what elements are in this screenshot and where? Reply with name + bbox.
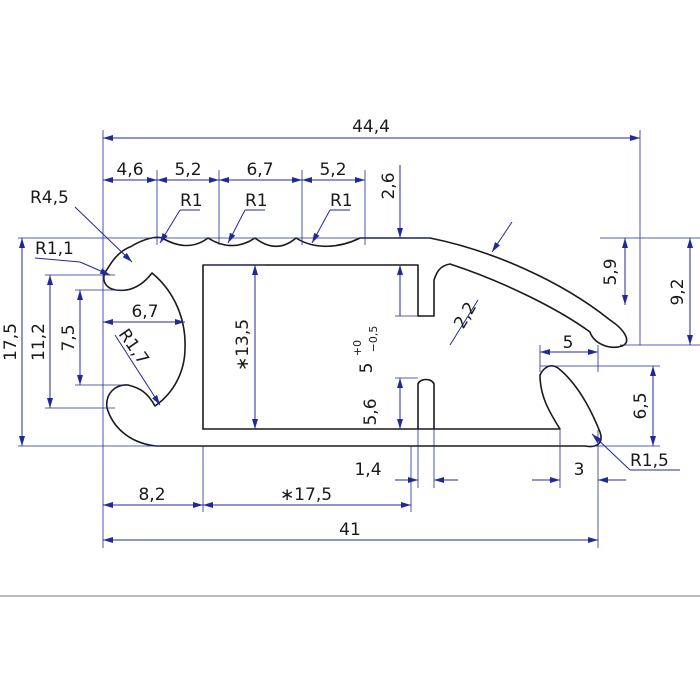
label-wall-1-4: 1,4 <box>354 460 381 480</box>
label-radius-1-b: R1 <box>245 191 268 211</box>
label-hook-6-5: 6,5 <box>631 392 651 419</box>
label-height-7-5: 7,5 <box>59 324 79 351</box>
label-bottom-41: 41 <box>339 520 361 540</box>
label-radius-4-5: R4,5 <box>30 188 69 208</box>
label-bottom-8-2: 8,2 <box>138 485 165 505</box>
label-top-6-7: 6,7 <box>246 160 273 180</box>
label-tol-lower: −0,5 <box>367 326 380 353</box>
leader-lines <box>34 206 680 471</box>
label-radius-1-1: R1,1 <box>35 239 74 259</box>
label-radius-1-c: R1 <box>330 191 353 211</box>
label-top-5-2-b: 5,2 <box>319 160 346 180</box>
label-radius-1-a: R1 <box>180 191 203 211</box>
label-hook-5: 5 <box>563 333 574 353</box>
label-overall-width: 44,4 <box>352 117 390 137</box>
label-tol-value: 5 <box>357 363 377 374</box>
dimension-lines <box>19 135 693 543</box>
label-right-5-9: 5,9 <box>601 258 621 285</box>
label-inner-6-7: 6,7 <box>131 302 158 322</box>
dimension-labels: 44,4 4,6 5,2 6,7 5,2 2,6 R4,5 R1 R1 R1 R… <box>1 117 688 540</box>
label-height-17-5: 17,5 <box>1 323 21 361</box>
label-right-9-2: 9,2 <box>668 278 688 305</box>
label-top-2-6: 2,6 <box>379 172 399 199</box>
label-slot-5-6: 5,6 <box>361 398 381 425</box>
label-top-5-2-a: 5,2 <box>174 160 201 180</box>
label-tol-upper: +0 <box>351 340 364 356</box>
label-top-4-6: 4,6 <box>116 160 143 180</box>
label-wall-2-2: 2,2 <box>450 299 481 332</box>
label-hook-3: 3 <box>574 460 585 480</box>
label-height-11-2: 11,2 <box>29 323 49 361</box>
slot-outline <box>202 378 435 430</box>
label-bottom-17-5: ∗17,5 <box>280 485 332 505</box>
label-radius-1-7: R1,7 <box>114 325 153 368</box>
label-cavity-13-5: ∗13,5 <box>233 319 253 371</box>
label-radius-1-5: R1,5 <box>630 451 669 471</box>
